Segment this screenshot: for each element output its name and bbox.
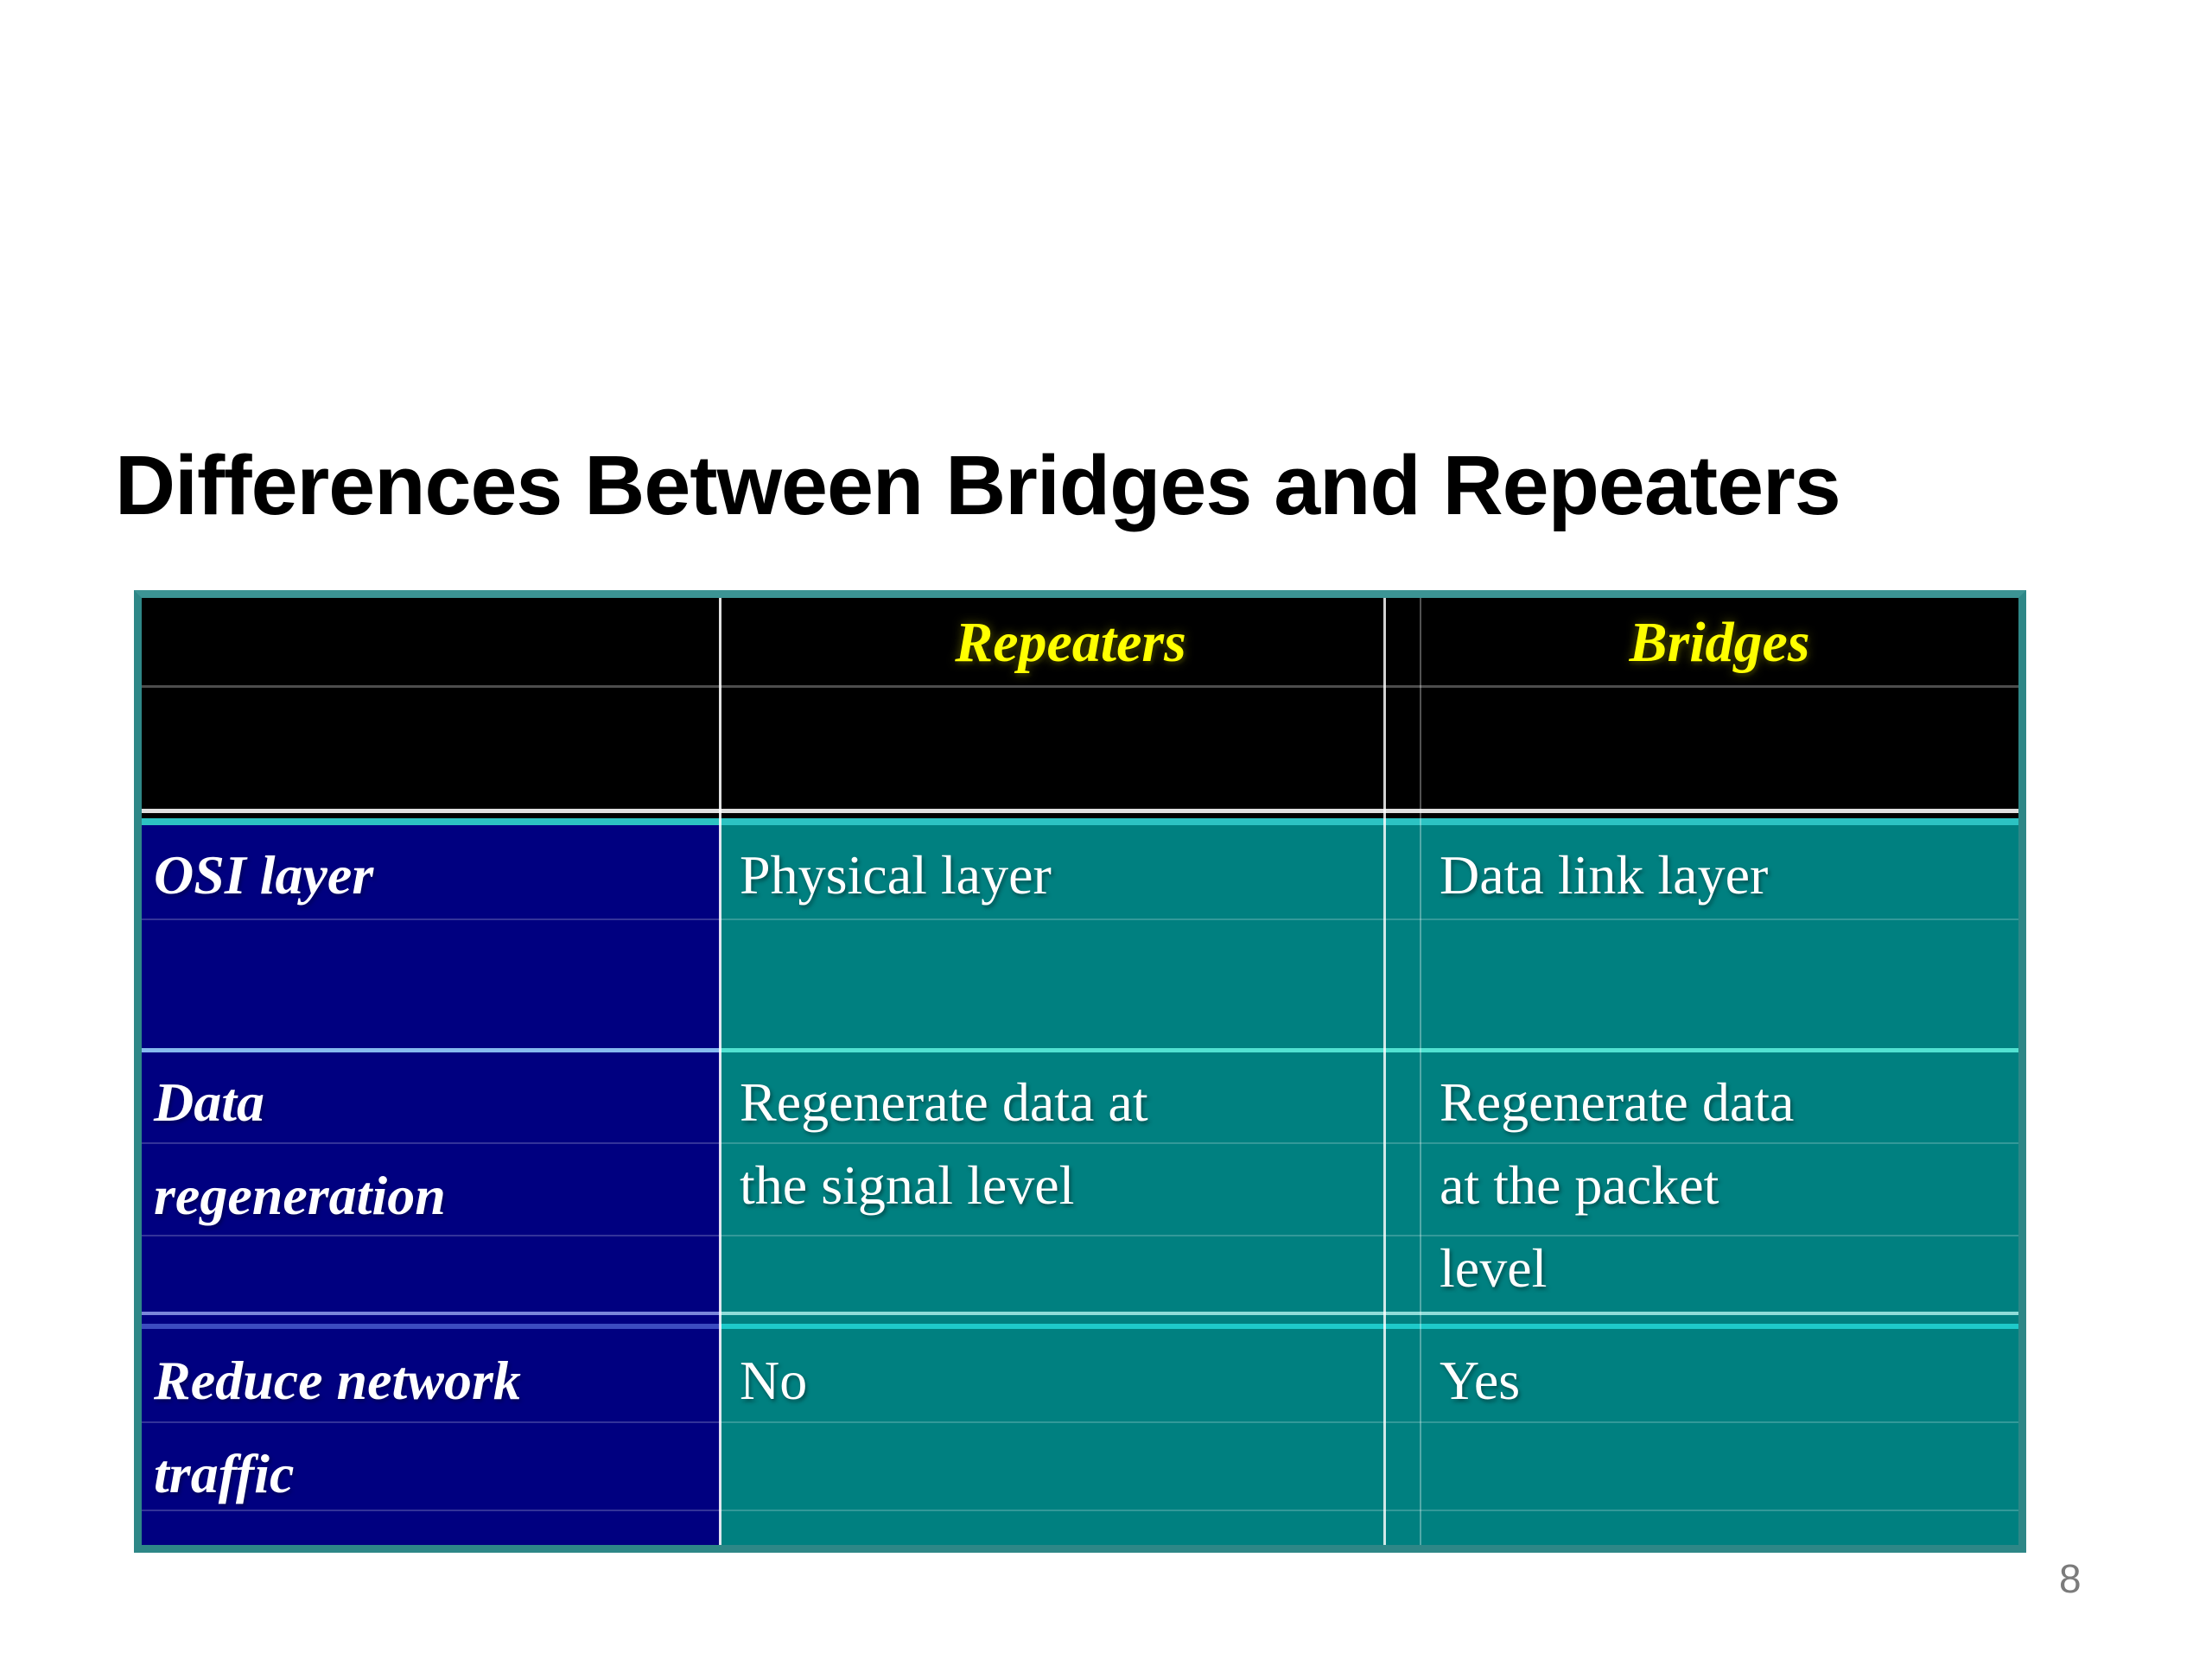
ruled-line — [142, 1510, 2018, 1511]
header-bridges-cell: Bridges — [1421, 598, 2018, 688]
accent-strip-row3 — [142, 1324, 2018, 1329]
cell-bridges-reduce-network-traffic: Yes — [1421, 1331, 2018, 1545]
header-empty-cell — [142, 598, 721, 688]
table-header-row: Repeaters Bridges — [142, 598, 2018, 818]
table-row: Data regeneration Regenerate data at the… — [142, 1052, 2018, 1331]
header-bottom-white-line — [142, 809, 2018, 813]
cell-repeaters-data-regeneration: Regenerate data at the signal level — [721, 1052, 1421, 1331]
cell-bridges-data-regeneration: Regenerate data at the packet level — [1421, 1052, 2018, 1331]
cell-repeaters-reduce-network-traffic: No — [721, 1331, 1421, 1545]
row-divider — [142, 1048, 2018, 1052]
accent-strip-top — [142, 818, 2018, 825]
header-inner-divider-line — [142, 685, 2018, 688]
ruled-line — [142, 1421, 2018, 1423]
comparison-table: Repeaters Bridges OSI layer Physical lay… — [134, 590, 2026, 1553]
column-divider-line — [1420, 598, 1421, 1545]
header-repeaters-cell: Repeaters — [721, 598, 1421, 688]
row-label-reduce-network-traffic: Reduce network traffic — [142, 1331, 721, 1545]
header-repeaters-label: Repeaters — [955, 611, 1186, 674]
header-bridges-label: Bridges — [1629, 611, 1810, 674]
column-divider-line — [1383, 598, 1386, 1545]
table-row: OSI layer Physical layer Data link layer — [142, 825, 2018, 1052]
ruled-line — [142, 918, 2018, 920]
row-label-osi-layer: OSI layer — [142, 825, 721, 1052]
row-divider — [142, 1312, 2018, 1315]
page-title: Differences Between Bridges and Repeater… — [115, 437, 1841, 532]
table-row: Reduce network traffic No Yes — [142, 1331, 2018, 1545]
ruled-line — [142, 1235, 2018, 1236]
row-label-data-regeneration: Data regeneration — [142, 1052, 721, 1331]
cell-repeaters-osi-layer: Physical layer — [721, 825, 1421, 1052]
column-divider-line — [719, 598, 721, 1545]
page-number: 8 — [2059, 1556, 2082, 1601]
cell-bridges-osi-layer: Data link layer — [1421, 825, 2018, 1052]
ruled-line — [142, 1142, 2018, 1144]
